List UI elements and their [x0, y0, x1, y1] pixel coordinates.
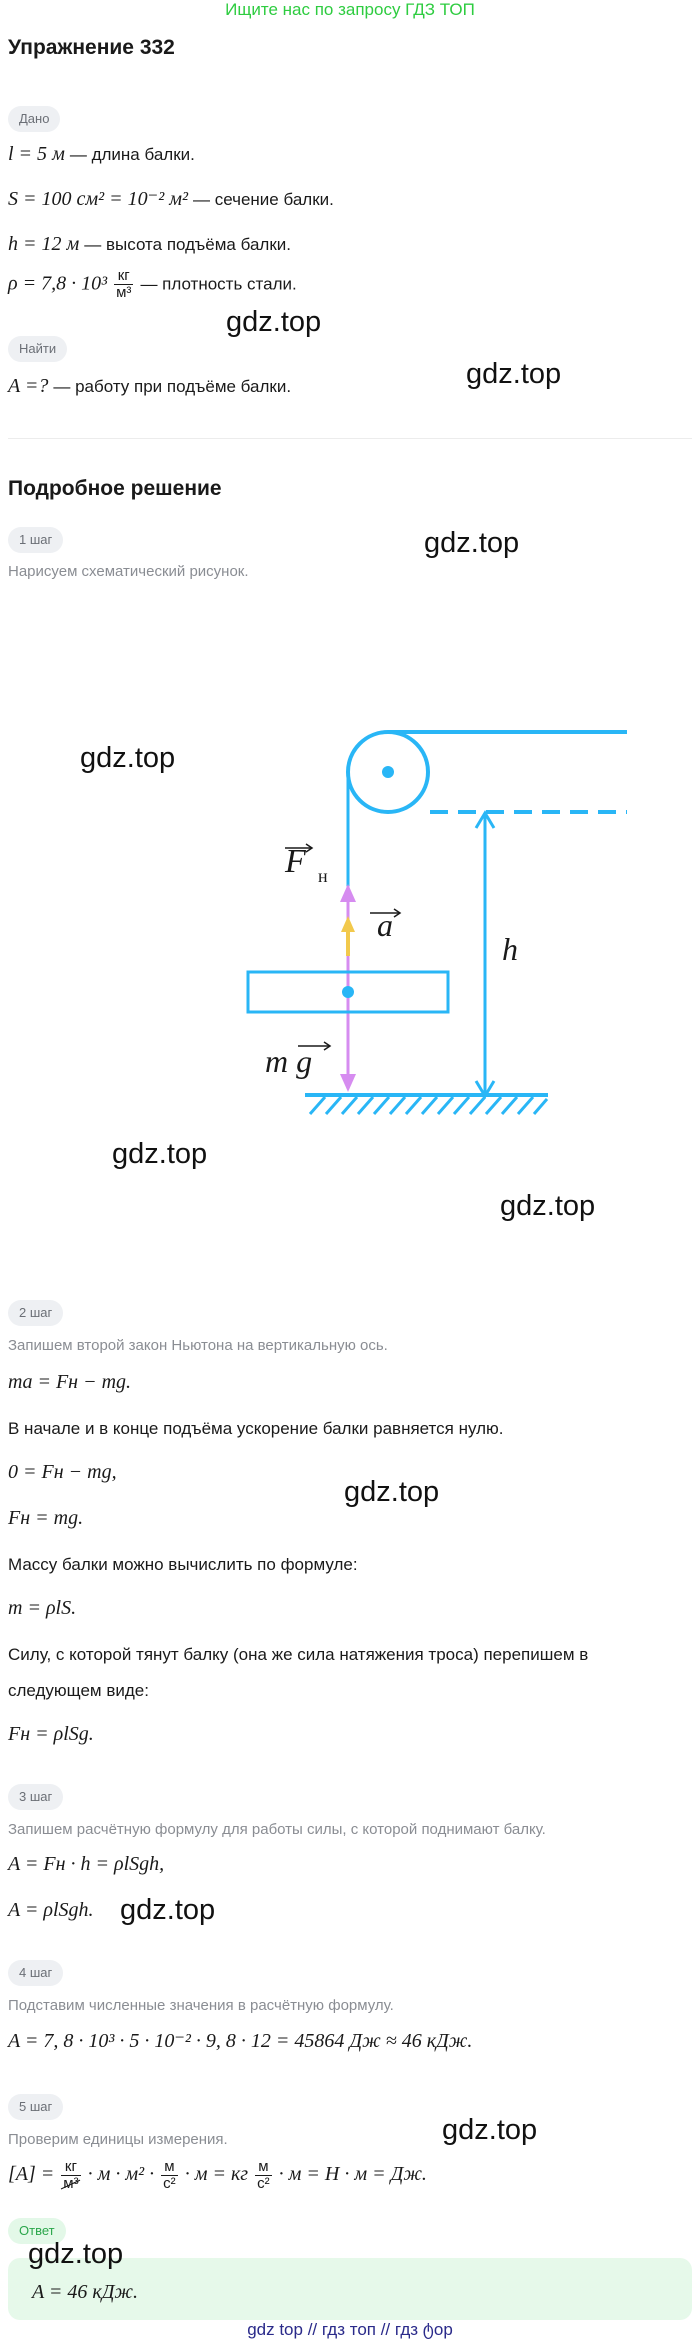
step-3-eq-2: A = ρlSgh. [8, 1899, 94, 1921]
watermark: gdz.top [120, 1894, 216, 1926]
step-2-eq-5: Fн = ρlSg. [8, 1723, 94, 1745]
step-1-caption: Нарисуем схематический рисунок. [8, 563, 249, 580]
step-4-eq: A = 7, 8 · 10³ · 5 · 10⁻² · 9, 8 · 12 = … [8, 2030, 473, 2052]
step-4-badge: 4 шаг [8, 1960, 64, 1986]
find-badge: Найти [8, 336, 68, 362]
physics-diagram: F н a h m g [246, 730, 627, 1115]
label-tension-sub: н [318, 866, 328, 886]
page-title: Упражнение 332 [8, 36, 175, 59]
step-3-caption: Запишем расчётную формулу для работы сил… [8, 1821, 546, 1838]
step-2-caption: Запишем второй закон Ньютона на вертикал… [8, 1337, 388, 1354]
divider [8, 438, 692, 439]
watermark: gdz.top [424, 527, 520, 559]
label-acceleration: a [377, 907, 393, 943]
given-line-2: S = 100 см² = 10⁻² м² — сечение балки. [8, 188, 334, 210]
step-5-caption: Проверим единицы измерения. [8, 2131, 228, 2148]
step-2-text-2: Массу балки можно вычислить по формуле: [8, 1555, 358, 1574]
label-height: h [502, 931, 518, 967]
watermark: gdz.top [466, 358, 562, 390]
step-2-badge: 2 шаг [8, 1300, 64, 1326]
watermark: gdz.top [344, 1476, 440, 1508]
step-2-eq-3: Fн = mg. [8, 1507, 84, 1529]
step-2-eq-1: ma = Fн − mg. [8, 1371, 132, 1393]
watermark: gdz.top [28, 2238, 124, 2270]
step-4-caption: Подставим численные значения в расчётную… [8, 1997, 394, 2014]
watermark: gdz.top [226, 306, 322, 338]
step-5-badge: 5 шаг [8, 2094, 64, 2120]
footer-links[interactable]: gdz top // гдз топ // гдз ტop [247, 2320, 453, 2339]
given-line-1: l = 5 м — длина балки. [8, 143, 195, 165]
step-2-eq-2: 0 = Fн − mg, [8, 1461, 117, 1483]
pulley-axis [382, 766, 394, 778]
label-gravity: m g [265, 1043, 312, 1079]
beam [246, 970, 450, 1014]
given-line-3: h = 12 м — высота подъёма балки. [8, 233, 291, 255]
step-3-eq-1: A = Fн · h = ρlSgh, [8, 1853, 165, 1875]
solution-title: Подробное решение [8, 477, 222, 500]
search-banner[interactable]: Ищите нас по запросу ГДЗ ТОП [225, 0, 475, 19]
step-2-eq-4: m = ρlS. [8, 1597, 77, 1619]
watermark: gdz.top [112, 1138, 208, 1170]
find-line: A =? — работу при подъёме балки. [8, 375, 292, 397]
watermark: gdz.top [500, 1190, 596, 1222]
step-3-badge: 3 шаг [8, 1784, 64, 1810]
watermark: gdz.top [80, 742, 176, 774]
step-1-badge: 1 шаг [8, 527, 64, 553]
answer-badge: Ответ [8, 2218, 66, 2244]
watermark: gdz.top [442, 2114, 538, 2146]
step-2-text-1: В начале и в конце подъёма ускорение бал… [8, 1419, 504, 1438]
answer-text: A = 46 кДж. [32, 2281, 139, 2303]
beam-center [342, 986, 354, 998]
given-badge: Дано [8, 106, 61, 132]
answer-box [8, 2258, 692, 2320]
label-tension-force: F [284, 843, 307, 880]
step-2-text-3b: следующем виде: [8, 1681, 149, 1700]
step-2-text-3a: Силу, с которой тянут балку (она же сила… [8, 1645, 589, 1664]
